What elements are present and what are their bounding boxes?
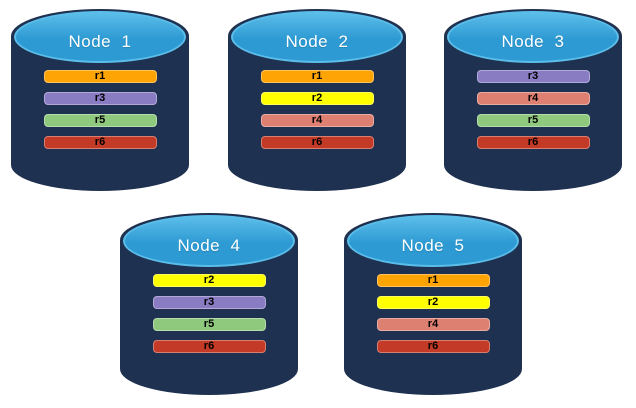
replica-bars: r2 r3 r5 r6	[120, 274, 298, 353]
replica-bar-r6: r6	[43, 136, 157, 149]
database-node: Node 1 r1 r3 r5 r6	[11, 9, 189, 191]
replica-bars: r1 r2 r4 r6	[228, 70, 406, 149]
node-title: Node 2	[285, 31, 349, 51]
cylinder-top-ellipse: Node 1	[14, 11, 186, 63]
replica-bar-r6: r6	[152, 340, 266, 353]
node-title: Node 3	[501, 31, 565, 51]
node-title: Node 4	[177, 235, 241, 255]
database-node: Node 2 r1 r2 r4 r6	[228, 9, 406, 191]
node-title: Node 5	[401, 235, 465, 255]
replica-bar-r3: r3	[476, 70, 590, 83]
replica-bar-r5: r5	[476, 114, 590, 127]
database-node: Node 4 r2 r3 r5 r6	[120, 213, 298, 395]
database-node: Node 3 r3 r4 r5 r6	[444, 9, 622, 191]
replica-bars: r1 r3 r5 r6	[11, 70, 189, 149]
replica-bar-r5: r5	[152, 318, 266, 331]
replica-bars: r3 r4 r5 r6	[444, 70, 622, 149]
replica-bar-r1: r1	[376, 274, 490, 287]
replica-bar-r4: r4	[260, 114, 374, 127]
replica-bar-r2: r2	[152, 274, 266, 287]
replica-bars: r1 r2 r4 r6	[344, 274, 522, 353]
replica-bar-r6: r6	[260, 136, 374, 149]
replica-bar-r6: r6	[476, 136, 590, 149]
replica-bar-r5: r5	[43, 114, 157, 127]
replica-bar-r2: r2	[376, 296, 490, 309]
replica-bar-r1: r1	[43, 70, 157, 83]
cylinder-top-ellipse: Node 4	[123, 215, 295, 267]
replica-bar-r3: r3	[43, 92, 157, 105]
replica-bar-r4: r4	[476, 92, 590, 105]
replica-bar-r3: r3	[152, 296, 266, 309]
replica-bar-r4: r4	[376, 318, 490, 331]
cylinder-top-ellipse: Node 2	[231, 11, 403, 63]
replica-bar-r1: r1	[260, 70, 374, 83]
replica-bar-r2: r2	[260, 92, 374, 105]
cylinder-top-ellipse: Node 3	[447, 11, 619, 63]
node-title: Node 1	[68, 31, 132, 51]
database-node: Node 5 r1 r2 r4 r6	[344, 213, 522, 395]
cylinder-top-ellipse: Node 5	[347, 215, 519, 267]
replica-bar-r6: r6	[376, 340, 490, 353]
